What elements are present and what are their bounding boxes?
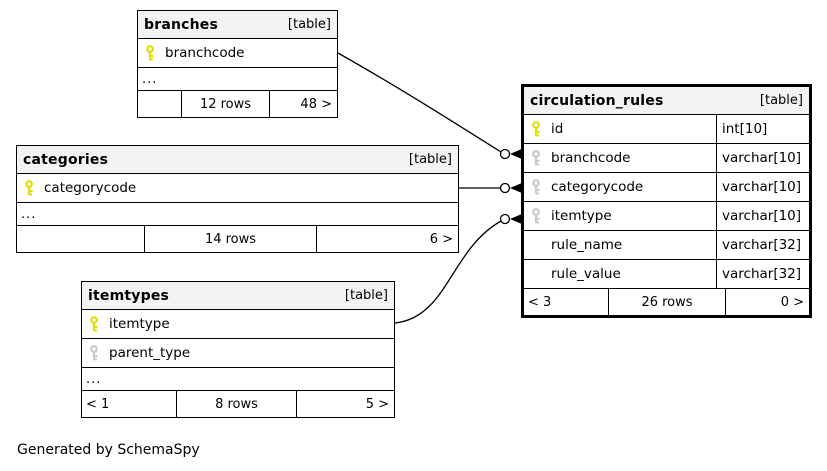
column-name: itemtype [109, 316, 170, 332]
primary-key-icon [146, 45, 154, 61]
row-count: 26 rows [608, 289, 725, 315]
row-count: 14 rows [144, 226, 316, 252]
relationship-categories-to-circulation-rules [459, 182, 523, 194]
row-count: 8 rows [176, 391, 296, 417]
parent-count: < 3 [528, 294, 552, 310]
column-row-id: id int[10] [524, 115, 809, 144]
table-type-badge: [table] [759, 93, 803, 108]
table-branches-footer: 12 rows 48 > [138, 91, 337, 117]
generator-credit: Generated by SchemaSpy [17, 442, 200, 458]
table-type-badge: [table] [287, 17, 331, 32]
column-row-itemtype: itemtype varchar[10] [524, 202, 809, 231]
column-name: rule_value [551, 266, 621, 282]
table-itemtypes[interactable]: itemtypes [table] itemtype parent_type .… [81, 281, 395, 418]
column-row-rule-name: rule_name varchar[32] [524, 231, 809, 260]
column-type: varchar[32] [716, 260, 809, 288]
column-row-categorycode: categorycode [17, 174, 458, 203]
columns-ellipsis: ... [17, 203, 458, 226]
child-count: 5 > [296, 391, 394, 417]
foreign-key-icon [532, 208, 540, 224]
primary-key-icon [90, 316, 98, 332]
column-row-parent-type: parent_type [82, 339, 394, 368]
column-row-categorycode: categorycode varchar[10] [524, 173, 809, 202]
column-type: varchar[10] [716, 202, 809, 230]
child-count: 0 > [725, 289, 809, 315]
foreign-key-icon [532, 179, 540, 195]
relationship-branches-to-circulation-rules [337, 52, 523, 160]
column-name: branchcode [551, 150, 631, 166]
parent-count [17, 226, 144, 252]
column-row-branchcode: branchcode varchar[10] [524, 144, 809, 173]
primary-key-icon [25, 180, 33, 196]
parent-count: < 1 [86, 396, 110, 412]
column-type: varchar[10] [716, 173, 809, 201]
table-circulation-rules-footer: < 3 26 rows 0 > [524, 289, 809, 315]
table-categories[interactable]: categories [table] categorycode ... 14 r… [16, 145, 459, 253]
foreign-key-icon [532, 150, 540, 166]
child-count: 48 > [269, 91, 337, 117]
column-row-itemtype: itemtype [82, 310, 394, 339]
table-circulation-rules[interactable]: circulation_rules [table] id int[10] [521, 84, 812, 318]
column-row-branchcode: branchcode [138, 39, 337, 68]
table-title[interactable]: categories [23, 151, 109, 168]
table-itemtypes-footer: < 1 8 rows 5 > [82, 391, 394, 417]
column-name: branchcode [165, 45, 245, 61]
columns-ellipsis: ... [82, 368, 394, 391]
column-type: varchar[32] [716, 231, 809, 259]
column-type: varchar[10] [716, 144, 809, 172]
column-name: itemtype [551, 208, 612, 224]
column-type: int[10] [716, 115, 809, 143]
table-title[interactable]: circulation_rules [530, 92, 664, 109]
table-title[interactable]: itemtypes [88, 287, 170, 304]
column-name: categorycode [551, 179, 644, 195]
column-name: categorycode [44, 180, 137, 196]
table-itemtypes-header[interactable]: itemtypes [table] [82, 282, 394, 310]
column-name: parent_type [109, 345, 191, 361]
row-count: 12 rows [181, 91, 269, 117]
column-name: rule_name [551, 237, 623, 253]
table-categories-header[interactable]: categories [table] [17, 146, 458, 174]
table-circulation-rules-header[interactable]: circulation_rules [table] [524, 87, 809, 115]
foreign-key-icon [90, 345, 98, 361]
zero-cardinality-circle [499, 148, 511, 160]
zero-cardinality-circle [499, 182, 511, 194]
columns-ellipsis: ... [138, 68, 337, 91]
column-row-rule-value: rule_value varchar[32] [524, 260, 809, 289]
table-branches[interactable]: branches [table] branchcode ... 12 rows … [137, 10, 338, 118]
primary-key-icon [532, 121, 540, 137]
table-branches-header[interactable]: branches [table] [138, 11, 337, 39]
zero-cardinality-circle [499, 213, 511, 225]
child-count: 6 > [316, 226, 458, 252]
table-categories-footer: 14 rows 6 > [17, 226, 458, 252]
parent-count [138, 91, 181, 117]
table-title[interactable]: branches [144, 16, 219, 33]
table-type-badge: [table] [344, 288, 388, 303]
table-type-badge: [table] [408, 152, 452, 167]
column-name: id [551, 121, 564, 137]
